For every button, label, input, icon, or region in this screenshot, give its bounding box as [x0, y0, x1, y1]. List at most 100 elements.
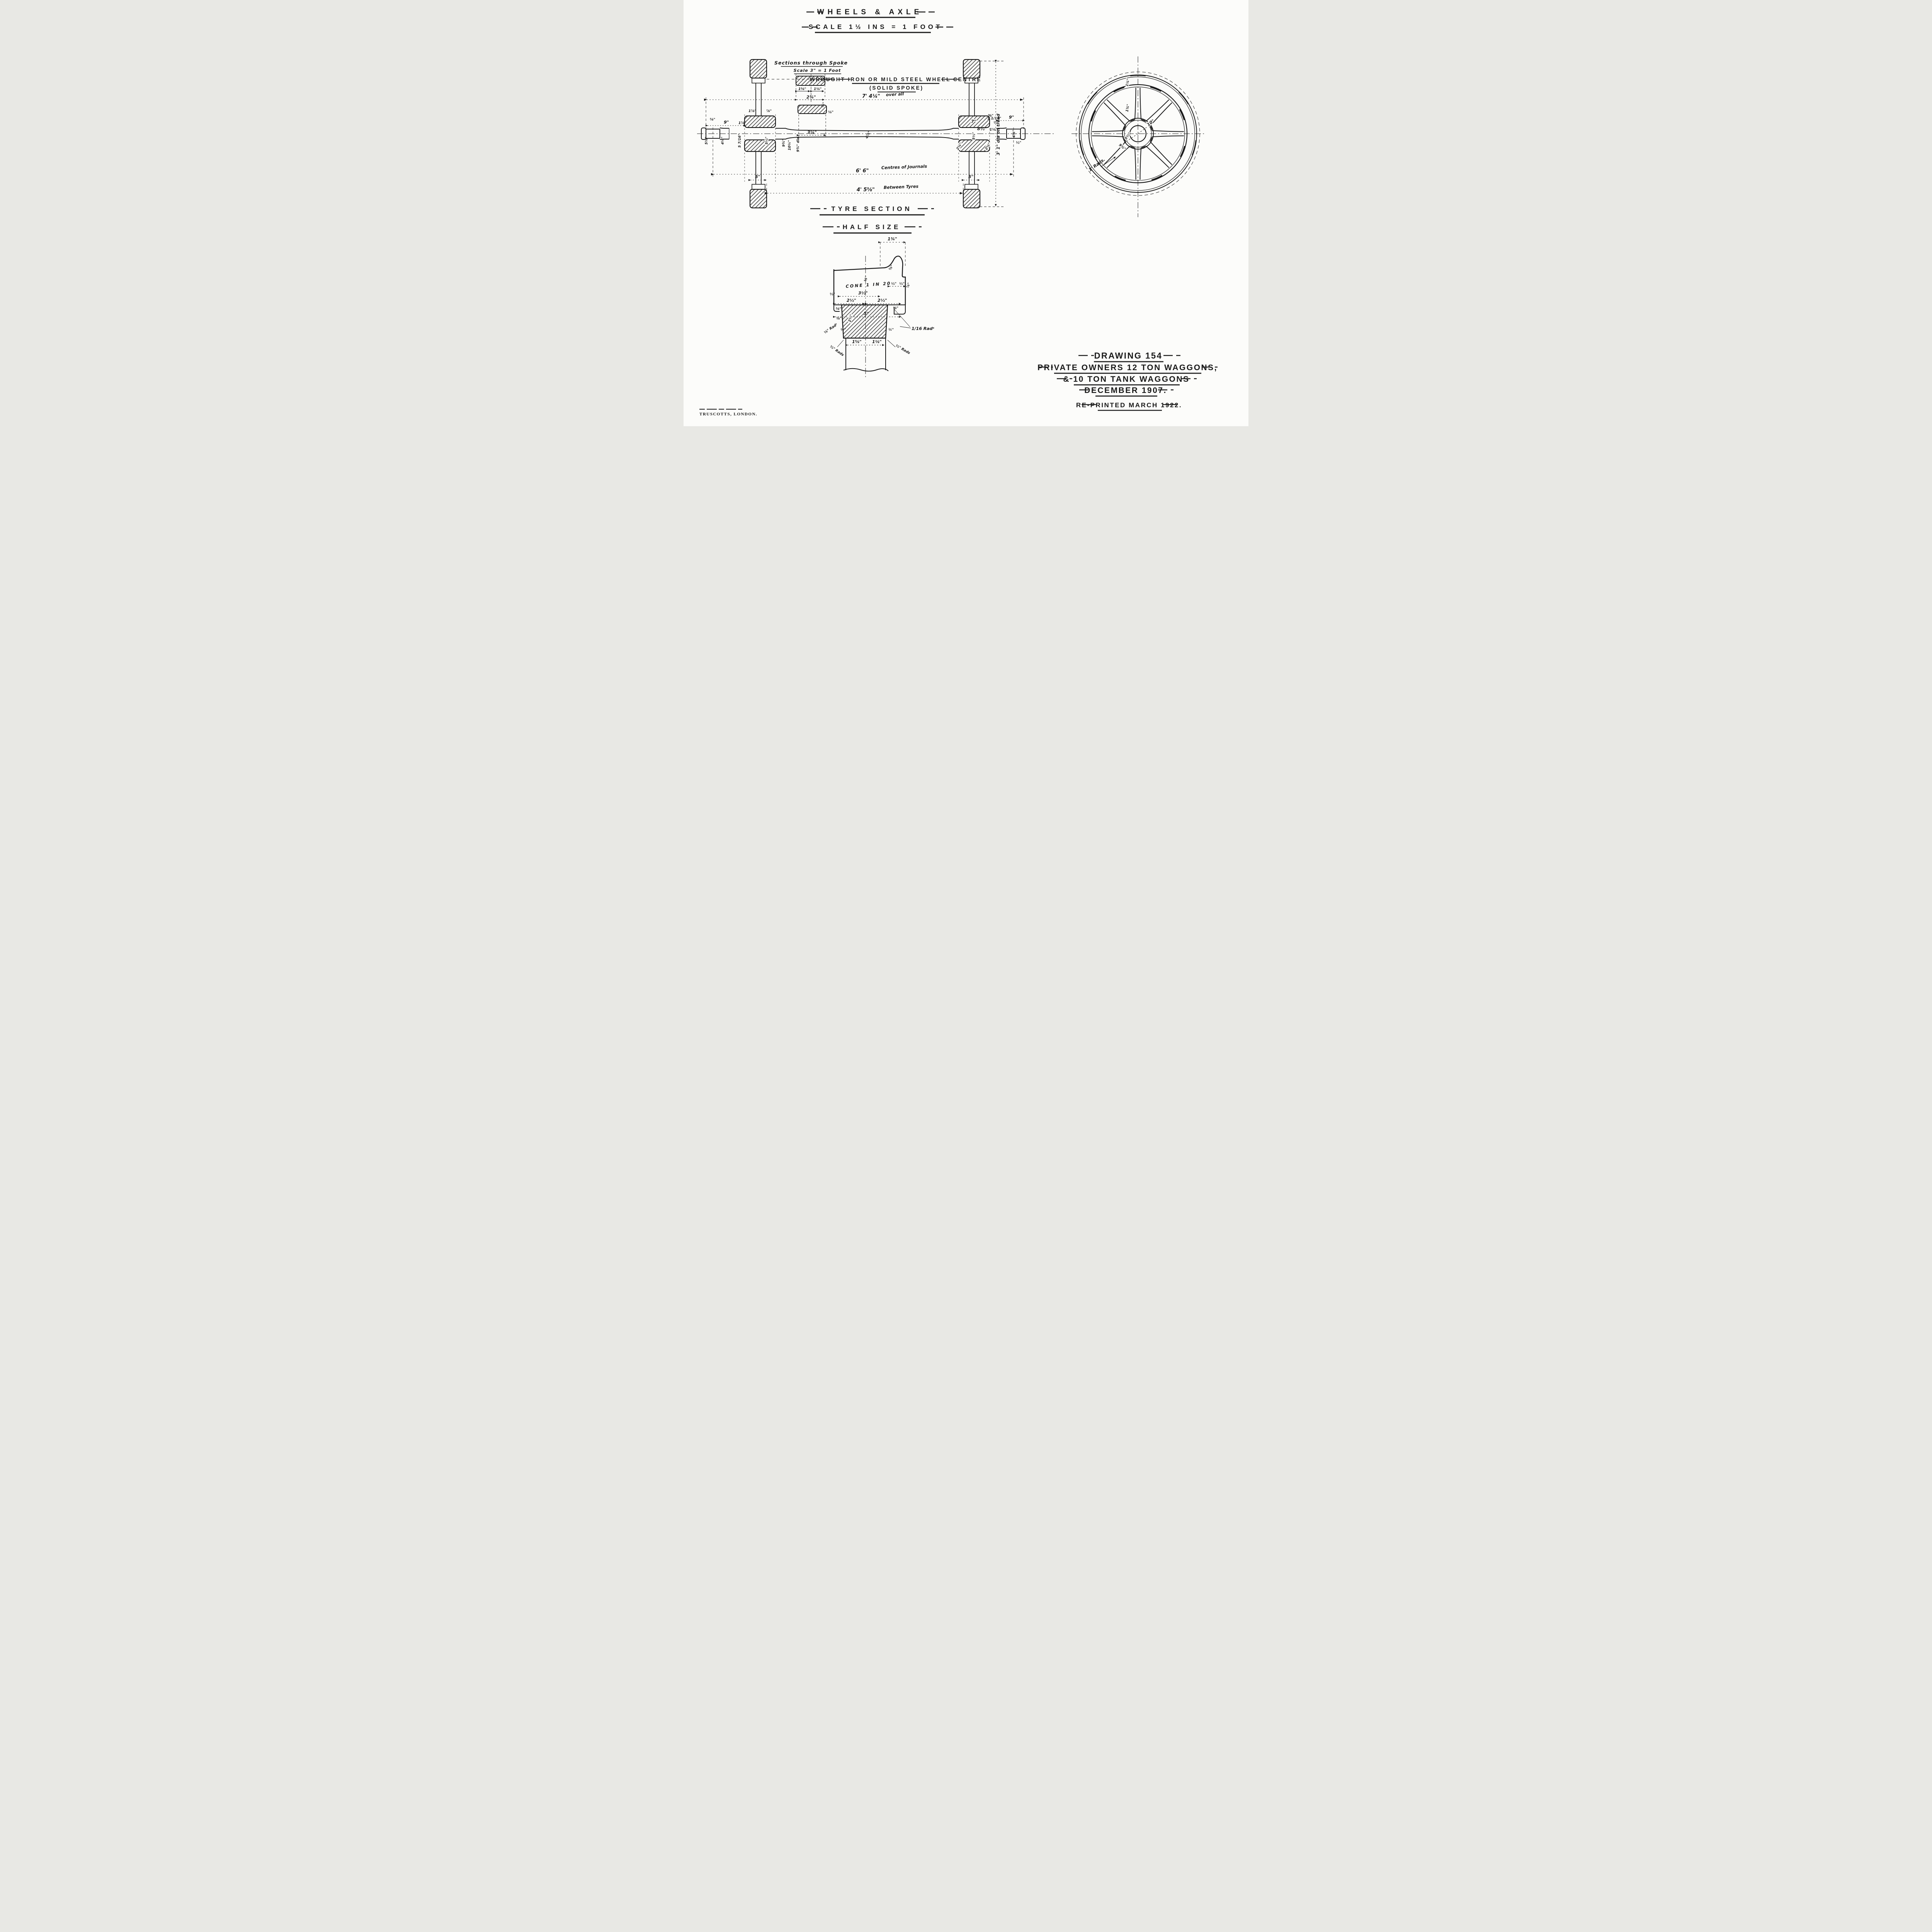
rim-pad: [1114, 175, 1126, 181]
left-tyre-bottom: [749, 189, 767, 209]
tyre-section-scale: HALF SIZE: [843, 223, 901, 231]
spokes: [1092, 87, 1184, 180]
printer-footer: TRUSCOTTS, LONDON.: [699, 409, 757, 417]
tyre-key: [1079, 140, 1084, 156]
spoke: [1092, 126, 1125, 141]
ts-lip: ½": [830, 293, 835, 296]
ts-rim-d: ¼": [888, 328, 894, 332]
dim-journal-dia-r: 4¼": [1012, 130, 1016, 138]
ts-flange-b: ⅞": [906, 282, 911, 289]
title-block-line3: & 10 TON TANK WAGGONS: [1063, 375, 1189, 384]
ts-rad-eighth: ⅛" Radˢ: [823, 323, 838, 335]
tyre-key: [1087, 91, 1098, 105]
ts-rad-small: 1/16 Radˢ: [912, 326, 934, 331]
spoke-dim-e: ⅛": [828, 111, 833, 114]
dim-hub-len-r: 7": [971, 119, 976, 124]
ts-tread-w: 5": [864, 311, 869, 316]
ts-rad-half-l: ½" Rads: [829, 345, 845, 357]
dim-hub-len-r2: 8½": [977, 126, 987, 131]
wheel-centre-note: WROUGHT IRON OR MILD STEEL WHEEL CENTRE …: [810, 77, 981, 92]
dim-seat-dia-l: 5 7/16": [738, 134, 742, 148]
ts-rad-half-r: ½" Rads: [895, 344, 911, 355]
dim-journals-label: Centres of Journals: [881, 164, 927, 170]
right-tyre-bottom: [963, 189, 981, 209]
tyre-inner-circle: [1081, 77, 1195, 191]
spoke-section-2: [798, 105, 827, 114]
dim-spoke-root: 1¾": [1125, 104, 1130, 112]
ts-half-a: ½": [891, 282, 896, 286]
spoke-dim-total: 2¾": [806, 95, 816, 100]
left-lip: [833, 305, 840, 312]
ts-flange-a: ⅝": [864, 276, 869, 282]
leader: [894, 309, 910, 327]
main-title: WHEELS & AXLE SCALE 1½ INS = 1 FOOT: [802, 8, 953, 33]
axle-bottom: [776, 136, 959, 139]
dim-end-l: ⅝": [710, 118, 715, 122]
wheels-axle-drawing: WHEELS & AXLE SCALE 1½ INS = 1 FOOT Sect…: [697, 8, 1218, 417]
ts-flange-w: 1¾": [888, 236, 897, 242]
right-rim-bottom: [964, 184, 978, 190]
leader: [887, 340, 896, 347]
spoke-dim-b: 1⅛": [814, 87, 821, 91]
left-wheel-section: [744, 59, 776, 209]
left-rim-bottom: [752, 184, 765, 190]
rim-outer-circle: [1088, 84, 1188, 184]
tyre-key: [1192, 140, 1197, 156]
spoke-sections-scale: Scale 3" = 1 Foot: [794, 68, 841, 73]
spoke-section-1: [796, 76, 825, 86]
rim-pad: [1091, 147, 1097, 158]
spoke: [1104, 138, 1134, 168]
dim-hub-a: 1⅞": [738, 121, 746, 125]
spoke: [1151, 126, 1184, 141]
page-scale: SCALE 1½ INS = 1 FOOT: [809, 23, 943, 31]
rim-pad: [1090, 110, 1096, 122]
leader: [900, 326, 911, 328]
ts-tread-half-r: 2½": [878, 298, 887, 303]
dim-journal-len-r: 9": [1009, 115, 1014, 120]
dim-hub-c: 1 1/16": [987, 117, 1001, 121]
break-line: [843, 368, 889, 372]
side-elevation: [697, 59, 1054, 209]
note-line1: WROUGHT IRON OR MILD STEEL WHEEL CENTRE: [810, 77, 981, 82]
wheel-front-view: [1071, 56, 1204, 217]
ts-rim-b: ⅜": [836, 317, 842, 321]
ts-web-a: 1⅝": [852, 339, 862, 344]
blueprint-sheet: WHEELS & AXLE SCALE 1½ INS = 1 FOOT Sect…: [684, 0, 1248, 426]
spoke: [1142, 99, 1172, 129]
dim-overall-suffix: over all: [886, 92, 904, 97]
rim-pad: [1150, 86, 1162, 92]
ts-half-b: ½": [899, 282, 905, 286]
dim-end-r: ⅝": [988, 114, 993, 118]
title-block-line1: DRAWING 154: [1094, 351, 1163, 361]
ts-web-b: 1⅛": [872, 339, 882, 344]
dim-boss-dia: 9¾": [782, 139, 786, 147]
dim-overall: 7' 4¼": [862, 94, 880, 99]
spoke-sections-heading: Sections through Spoke: [774, 60, 848, 66]
dim-hub-b: ⅞": [766, 109, 772, 113]
right-tyre-top: [963, 59, 981, 79]
dim-tyre-w-l: 5": [755, 174, 760, 179]
title-block-line5: RE-PRINTED MARCH 1922.: [1076, 401, 1182, 409]
spoke-dim-a: 1⅝": [798, 87, 806, 91]
spoke: [1104, 99, 1134, 129]
rim-pad: [1179, 109, 1185, 121]
retaining-ring: [894, 305, 906, 315]
dim-wheel-seat-l: 5½": [765, 137, 769, 145]
boss-inner-circle: [1124, 120, 1152, 148]
dim-journal-dia-l: 4¼": [721, 137, 725, 145]
tyre-section-headings: TYRE SECTION HALF SIZE: [810, 205, 934, 234]
printer-name: TRUSCOTTS, LONDON.: [699, 412, 757, 417]
spoke: [1142, 138, 1172, 168]
right-hub-bottom: [958, 139, 990, 152]
flange-circle: [1076, 71, 1200, 196]
tyre-key: [1130, 75, 1146, 77]
ts-seat-w: 3½": [858, 291, 868, 296]
dim-between-tyres-label: Between Tyres: [884, 184, 919, 190]
ts-rim-a: ⅝": [836, 307, 841, 311]
spoke-dim-d: ⅝": [821, 102, 826, 108]
rim-pads: [1079, 75, 1197, 181]
leader: [837, 340, 844, 347]
dim-wheel-seat-r: 5½": [972, 132, 976, 140]
dim-boss-dia2: 10¼": [787, 140, 792, 151]
axle-end-right: [1020, 128, 1026, 140]
